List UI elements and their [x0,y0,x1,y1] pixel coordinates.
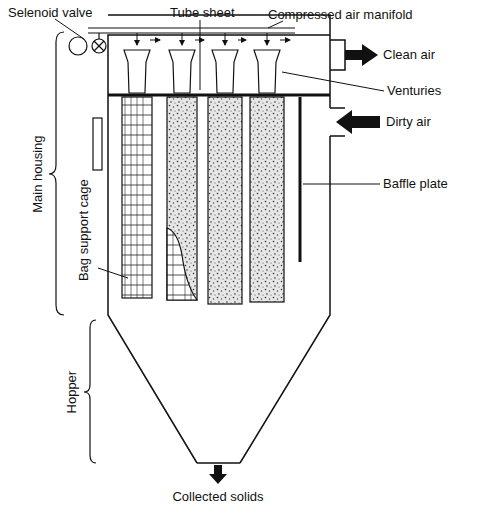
flow-label: Dirty air [386,115,431,129]
part-label: Tube sheet [170,6,235,20]
section-label: Hopper [65,371,79,414]
flow-label: Clean air [383,48,435,62]
part-label: Venturies [387,84,441,98]
valve-label: Selenoid valve [8,6,93,20]
flow-label: Collected solids [172,490,263,504]
part-label: Baffle plate [383,177,448,191]
section-label: Main housing [31,135,45,212]
part-label: Bag support cage [77,179,91,281]
part-label: Compressed air manifold [268,8,413,22]
